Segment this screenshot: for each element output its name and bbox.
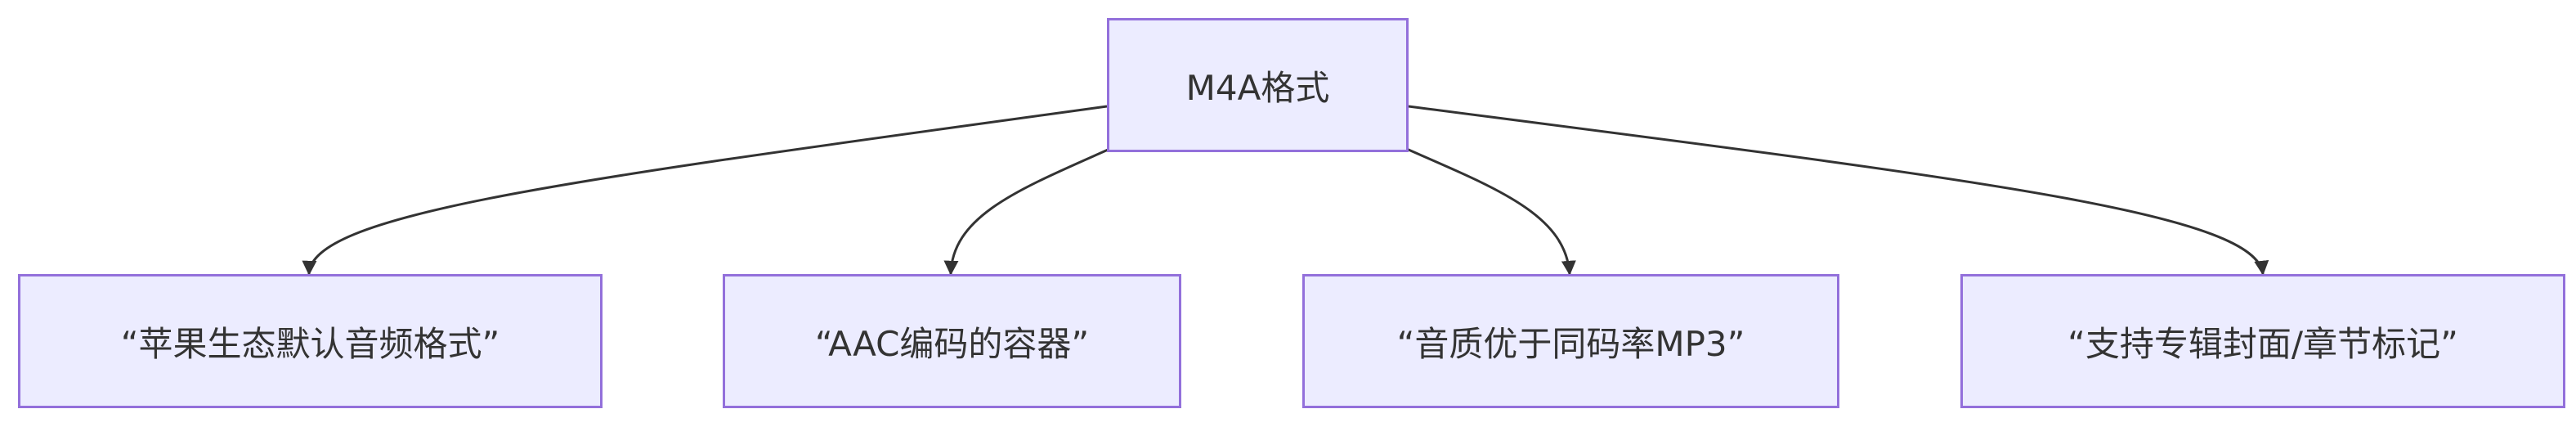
child-node-label: “AAC编码的容器”	[814, 323, 1090, 364]
root-node-label: M4A格式	[1185, 67, 1330, 108]
child-node-aac-container: “AAC编码的容器”	[723, 274, 1181, 408]
child-node-cover-chapters: “支持专辑封面/章节标记”	[1960, 274, 2565, 408]
root-node: M4A格式	[1107, 18, 1409, 152]
child-node-quality: “音质优于同码率MP3”	[1302, 274, 1839, 408]
edge-root-to-child4	[1408, 105, 2269, 276]
child-node-label: “苹果生态默认音频格式”	[120, 323, 500, 364]
child-node-label: “支持专辑封面/章节标记”	[2068, 323, 2458, 364]
edge-root-to-child1	[302, 105, 1108, 276]
child-node-label: “音质优于同码率MP3”	[1396, 323, 1745, 364]
edge-root-to-child2	[943, 146, 1114, 276]
child-node-apple-default: “苹果生态默认音频格式”	[18, 274, 603, 408]
edge-root-to-child3	[1402, 146, 1576, 276]
